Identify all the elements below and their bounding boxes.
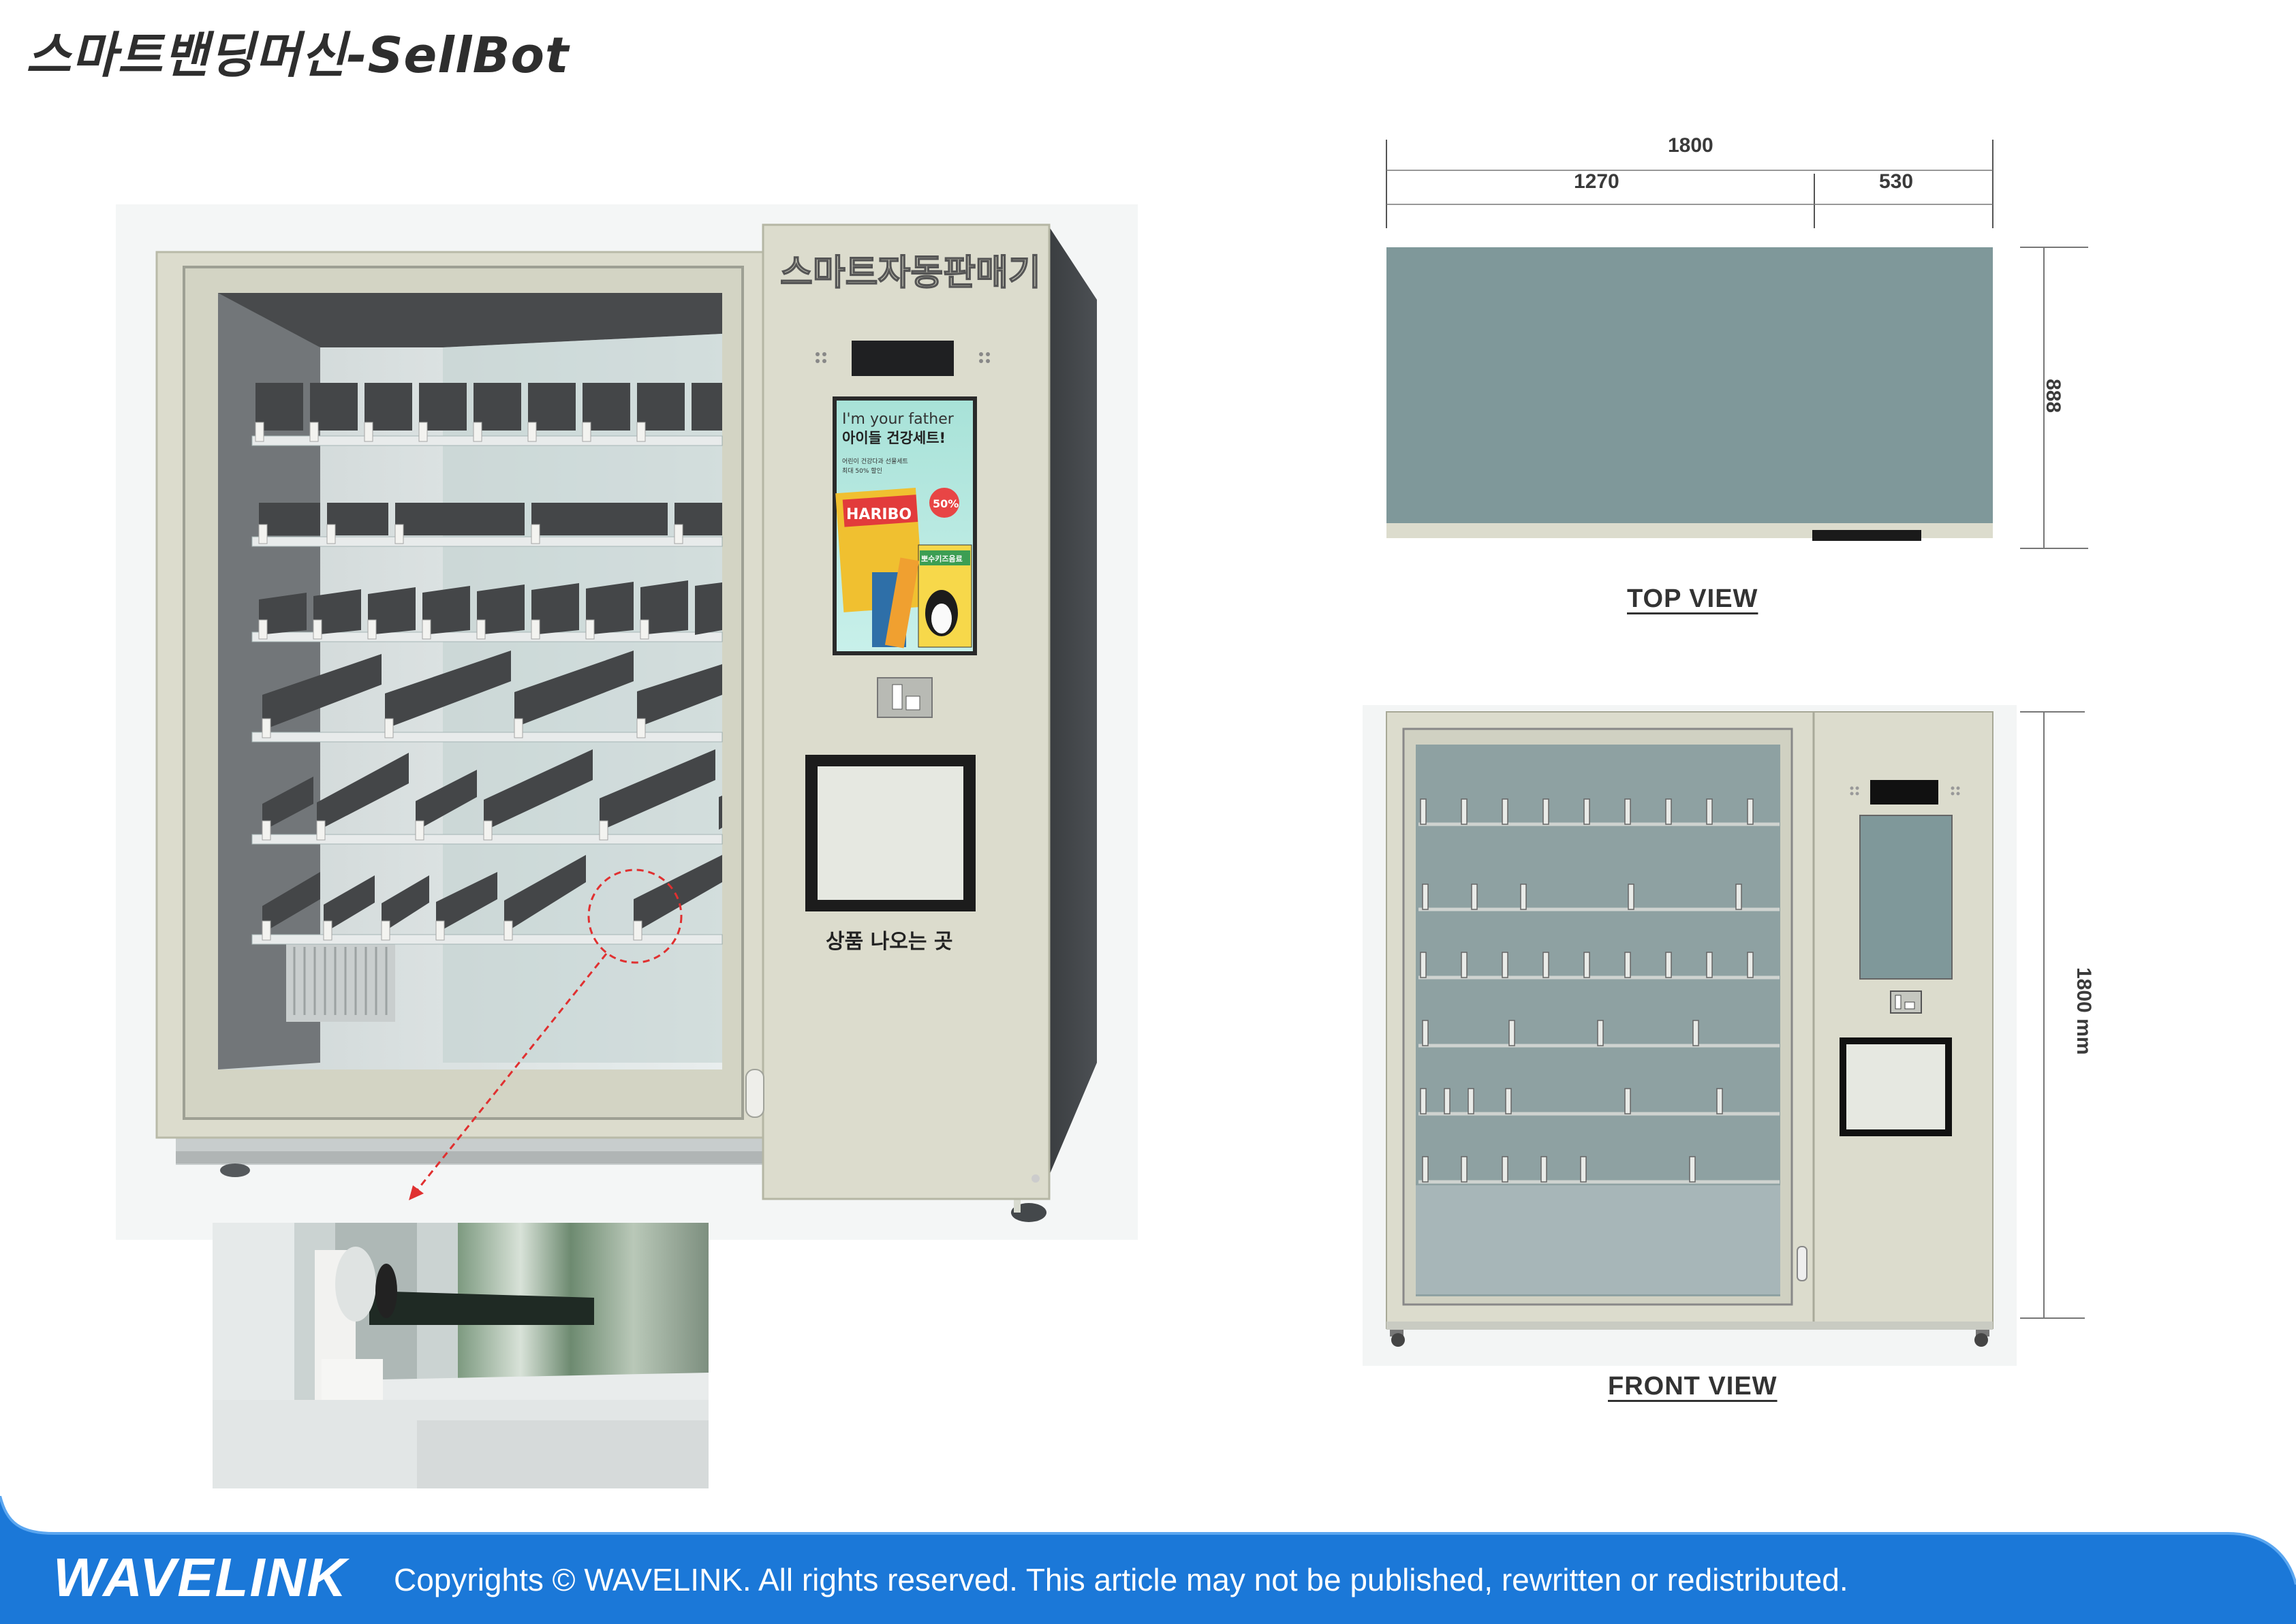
screen-line4: 최대 50% 할인 (842, 467, 882, 475)
outlet-label: 상품 나오는 곳 (826, 930, 953, 954)
card-reader[interactable] (877, 677, 933, 718)
screen-line2: 아이들 건강세트! (842, 430, 946, 446)
dim-height: 1800 mm (2073, 967, 2095, 1055)
machine-sign: 스마트자동판매기 (780, 253, 1041, 294)
page-title: 스마트밴딩머신-SellBot (26, 27, 570, 84)
touch-screen[interactable]: I'm your father 아이들 건강세트! 어린이 건강다과 선물세트 … (833, 396, 977, 655)
dim-right-width: 530 (1879, 170, 1914, 193)
dim-depth: 888 (2042, 379, 2064, 413)
vending-machine-render: 스마트자동판매기 I'm your father 아이들 건강세트! 어린이 건… (116, 204, 1138, 1240)
wavelink-logo: WAVELINK (53, 1547, 348, 1608)
dim-total-width: 1800 (1668, 134, 1713, 157)
callout-circle (587, 869, 683, 964)
footer-bar (0, 1496, 2296, 1624)
shelf-rows (251, 383, 723, 945)
screen-line1: I'm your father (842, 411, 955, 428)
screen-product: 뽀수키즈음료 (921, 554, 963, 563)
front-view-drawing (1363, 705, 2085, 1366)
clip-closeup-photo (213, 1223, 709, 1488)
front-view-label: FRONT VIEW (1608, 1372, 1778, 1401)
copyright-text: Copyrights © WAVELINK. All rights reserv… (394, 1562, 1848, 1597)
top-view-drawing (1386, 140, 2088, 549)
dim-left-width: 1270 (1574, 170, 1619, 193)
screen-line3: 어린이 건강다과 선물세트 (842, 458, 908, 465)
product-outlet[interactable] (805, 755, 976, 911)
discount-badge-text: 50% (933, 497, 959, 510)
top-view-label: TOP VIEW (1627, 584, 1758, 613)
discount-badge (929, 488, 959, 518)
screen-brand: HARIBO (846, 506, 912, 523)
